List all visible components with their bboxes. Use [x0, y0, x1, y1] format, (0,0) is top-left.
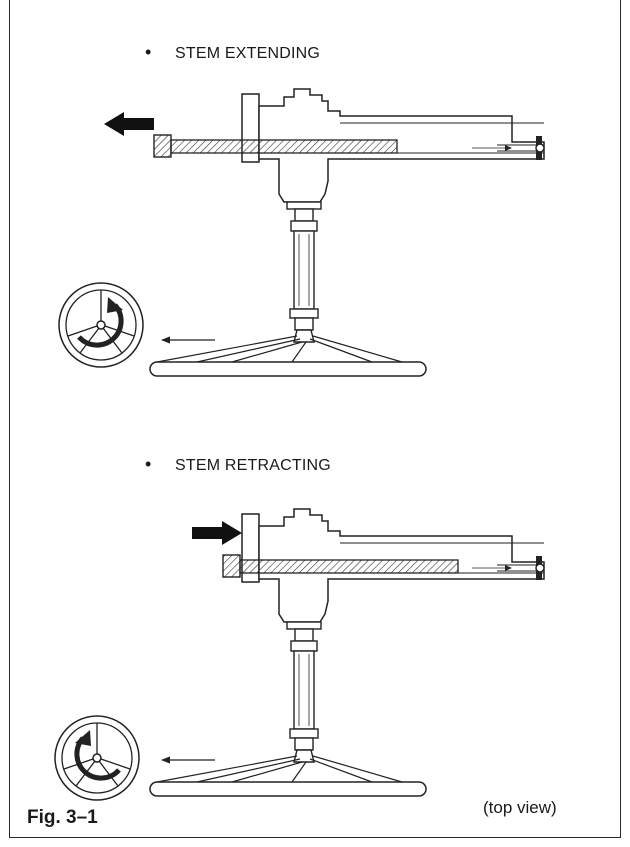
- stem-end-extended: [153, 134, 172, 158]
- assembly-extending: [149, 88, 545, 377]
- stem-end-retracted: [222, 554, 241, 578]
- bullet-extending: •: [145, 42, 152, 62]
- arrow-stem-retracting: [192, 521, 242, 545]
- stem-retracted: [239, 559, 459, 574]
- wheel-symbol-retracting: [54, 715, 140, 801]
- view-note: (top view): [483, 798, 557, 817]
- assembly-retracting: [149, 508, 545, 797]
- wheel-symbol-extending: [58, 282, 144, 368]
- figure-caption: Fig. 3–1: [27, 807, 98, 828]
- figure-frame: [9, 0, 621, 838]
- bullet-retracting: •: [145, 454, 152, 474]
- label-stem-retracting: STEM RETRACTING: [175, 457, 331, 474]
- stem-extended: [170, 139, 398, 154]
- arrow-stem-extending: [104, 112, 154, 136]
- label-stem-extending: STEM EXTENDING: [175, 45, 321, 62]
